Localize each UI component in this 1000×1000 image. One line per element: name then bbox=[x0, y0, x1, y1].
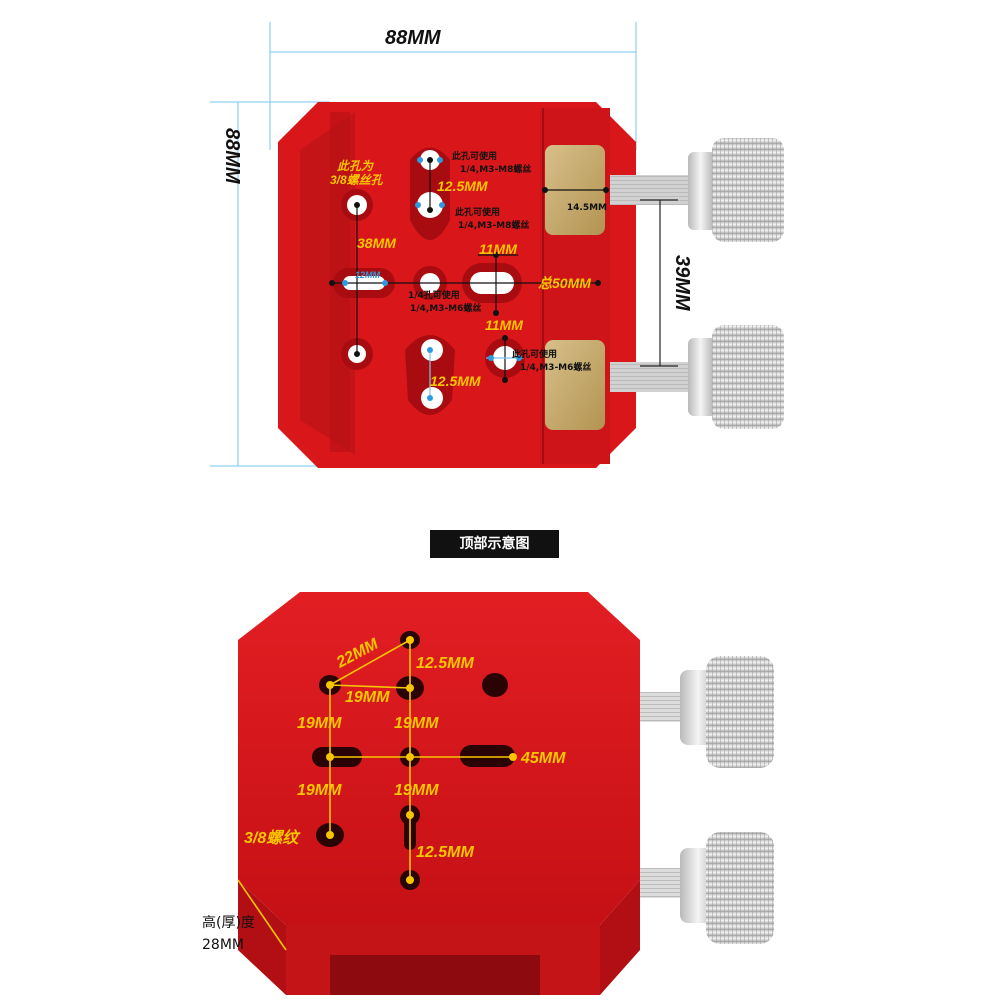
iso-label-12-5mm-bottom: 12.5MM bbox=[416, 844, 474, 861]
width-label: 88MM bbox=[385, 27, 442, 49]
height-note: 高(厚)度 28MM bbox=[202, 912, 255, 956]
iso-label-19mm-e: 19MM bbox=[394, 782, 439, 799]
label-12-5mm-top: 12.5MM bbox=[437, 178, 488, 194]
note-3-line2: 1/4,M3-M6螺丝 bbox=[410, 302, 481, 314]
iso-label-12-5mm-top: 12.5MM bbox=[416, 655, 474, 672]
top-view-dots bbox=[329, 157, 609, 383]
clamp-gap-label: 39MM bbox=[671, 255, 693, 312]
top-view-blue-dots bbox=[342, 157, 522, 401]
height-value: 28MM bbox=[202, 937, 244, 953]
label-hole-38-line1: 此孔为 bbox=[337, 159, 374, 173]
iso-label-45mm: 45MM bbox=[520, 750, 566, 767]
note-4-line1: 此孔可使用 bbox=[512, 348, 557, 360]
iso-knob-bottom[interactable] bbox=[640, 832, 774, 944]
note-1-line1: 此孔可使用 bbox=[452, 150, 497, 162]
iso-label-19mm-d: 19MM bbox=[297, 782, 342, 799]
label-38mm: 38MM bbox=[357, 235, 396, 251]
label-11mm-top: 11MM bbox=[479, 241, 517, 257]
height-label: 高(厚)度 bbox=[202, 915, 255, 931]
note-3-line1: 1/4孔可使用 bbox=[408, 289, 460, 301]
clamp-knob-top[interactable] bbox=[610, 138, 784, 242]
width-dimension: 88MM bbox=[269, 22, 637, 150]
clamp-knob-bottom[interactable] bbox=[610, 325, 784, 429]
iso-label-19mm-a: 19MM bbox=[345, 689, 390, 706]
label-total-50mm: 总50MM bbox=[538, 275, 591, 291]
iso-label-19mm-b: 19MM bbox=[297, 715, 342, 732]
brass-pad-bottom bbox=[545, 340, 605, 430]
caption-top-diagram: 顶部示意图 bbox=[430, 530, 559, 558]
note-2-line1: 此孔可使用 bbox=[455, 206, 500, 218]
iso-knob-top[interactable] bbox=[640, 656, 774, 768]
label-12-5mm-bottom: 12.5MM bbox=[430, 373, 481, 389]
height-label: 88MM bbox=[221, 128, 243, 185]
label-12mm: 12MM bbox=[355, 270, 381, 280]
iso-measure-dots bbox=[326, 636, 517, 884]
note-2-line2: 1/4,M3-M8螺丝 bbox=[458, 219, 529, 231]
label-pad-width: 14.5MM bbox=[567, 203, 607, 213]
label-11mm-bottom: 11MM bbox=[485, 317, 523, 333]
note-4-line2: 1/4,M3-M6螺丝 bbox=[520, 361, 591, 373]
label-hole-38-line2: 3/8螺丝孔 bbox=[330, 173, 384, 187]
iso-label-19mm-c: 19MM bbox=[394, 715, 439, 732]
clamp-gap-dimension: 39MM bbox=[640, 199, 693, 367]
iso-label-thread: 3/8螺纹 bbox=[244, 829, 301, 847]
height-dimension: 88MM bbox=[210, 101, 330, 467]
note-1-line2: 1/4,M3-M8螺丝 bbox=[460, 163, 531, 175]
